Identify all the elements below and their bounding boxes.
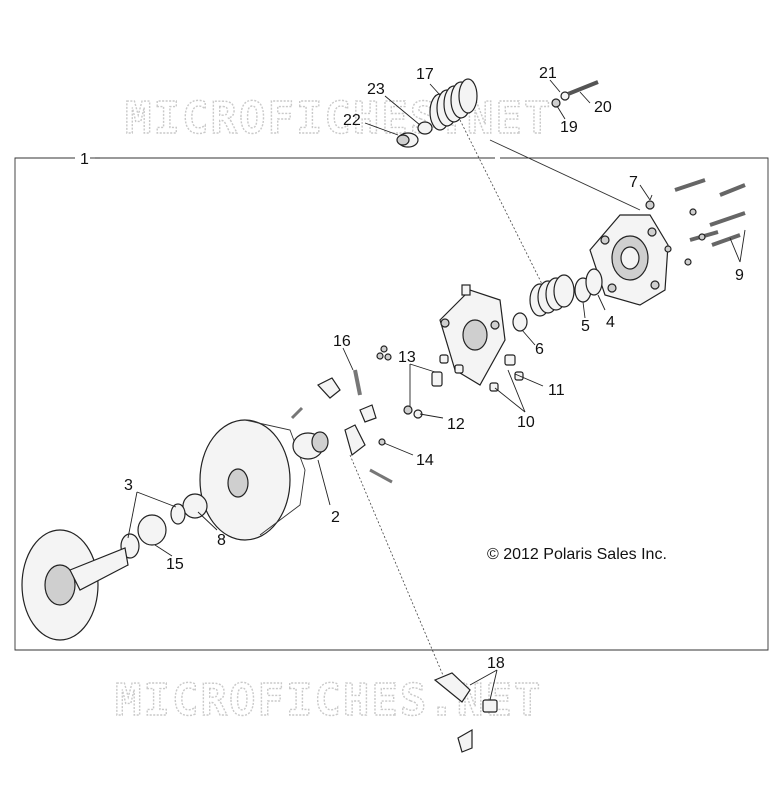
pin-14 xyxy=(369,438,393,484)
bushing-22 xyxy=(396,132,419,148)
washer-7 xyxy=(645,200,655,210)
washers-12 xyxy=(403,405,423,419)
bolt-21-20 xyxy=(560,80,599,101)
spider-body xyxy=(439,284,506,386)
callout-19: 19 xyxy=(560,119,578,136)
weight-arm-upper xyxy=(317,377,377,423)
moveable-sheave xyxy=(199,419,306,541)
assembly-frame xyxy=(14,157,769,651)
washer-23 xyxy=(417,121,433,135)
callout-4: 4 xyxy=(606,314,615,331)
weight-arm-2 xyxy=(344,424,366,457)
callout-3: 3 xyxy=(124,477,133,494)
bolts-9 xyxy=(664,178,746,266)
callout-11: 11 xyxy=(548,382,565,399)
callout-1: 1 xyxy=(80,151,89,168)
callout-16: 16 xyxy=(333,333,351,350)
rollers-13 xyxy=(376,345,443,387)
callout-17: 17 xyxy=(416,66,434,83)
roller-arm-18 xyxy=(433,672,498,753)
callout-2: 2 xyxy=(331,509,340,526)
callout-12: 12 xyxy=(447,416,465,433)
cover-plate-4 xyxy=(589,214,669,306)
inner-spring xyxy=(529,274,575,317)
callout-7: 7 xyxy=(629,174,638,191)
callout-23: 23 xyxy=(367,81,385,98)
spring-17 xyxy=(429,78,478,131)
fixed-sheave xyxy=(21,529,129,641)
watermark-bottom: MICROFICHES.NET xyxy=(115,675,542,726)
callout-5: 5 xyxy=(581,318,590,335)
ring-4b xyxy=(585,268,603,296)
roller-alignment-line xyxy=(349,454,446,681)
bushing-6 xyxy=(512,312,528,332)
frame-leader xyxy=(489,139,641,211)
callout-14: 14 xyxy=(416,452,434,469)
rollers-10-11 xyxy=(439,354,524,392)
callout-22: 22 xyxy=(343,112,361,129)
callout-9: 9 xyxy=(735,267,744,284)
bushing-2 xyxy=(292,431,329,460)
bushing-8 xyxy=(182,493,208,519)
callout-8: 8 xyxy=(217,532,226,549)
callout-18: 18 xyxy=(487,655,505,672)
callout-15: 15 xyxy=(166,556,184,573)
callout-20: 20 xyxy=(594,99,612,116)
pin-small xyxy=(290,406,304,420)
callout-labels: 1 2 3 4 5 6 7 8 9 10 11 12 13 14 15 16 1… xyxy=(80,65,744,672)
callout-21: 21 xyxy=(539,65,557,82)
washer-19 xyxy=(551,98,561,108)
callout-10: 10 xyxy=(517,414,535,431)
watermark-top: MICROFICHES.NET xyxy=(125,93,552,144)
pin-16 xyxy=(353,369,362,396)
callout-6: 6 xyxy=(535,341,544,358)
leader-lines xyxy=(90,79,746,701)
bushing-15 xyxy=(137,514,167,546)
copyright-notice: © 2012 Polaris Sales Inc. xyxy=(487,546,667,563)
callout-13: 13 xyxy=(398,349,416,366)
